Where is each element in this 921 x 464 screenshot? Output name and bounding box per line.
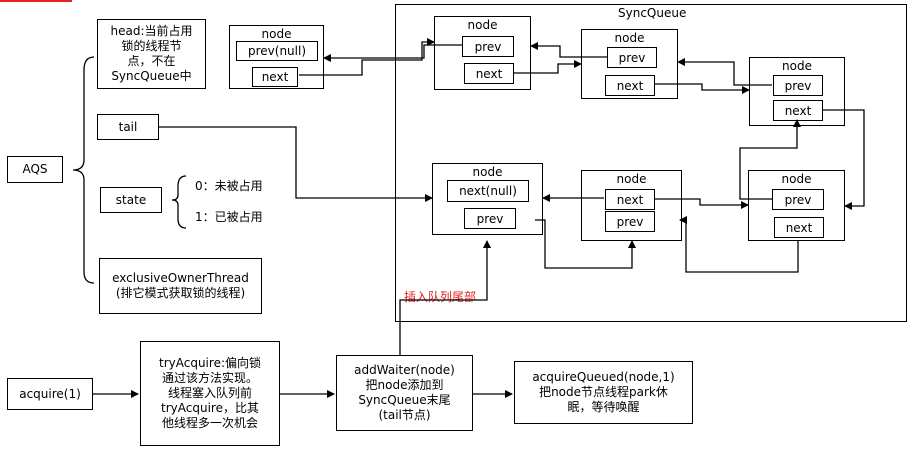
queue-node-5-next-field: next [605, 189, 655, 210]
header-accent-bar [0, 0, 72, 2]
owner-thread-box: exclusiveOwnerThread (排它模式获取锁的线程) [99, 258, 262, 314]
acquire-queued-box: acquireQueued(node,1) 把node节点线程park休 眠，等… [514, 361, 693, 424]
head-node-next-field: next [252, 67, 298, 87]
queue-node-2-title: node [614, 31, 645, 45]
queue-node-2-prev-field: prev [607, 47, 657, 68]
aqs-box: AQS [7, 156, 63, 183]
aqs-brace [72, 56, 95, 284]
arrow-addwaiter-to-q6 [399, 240, 491, 355]
add-waiter-box: addWaiter(node) 把node添加到 SyncQueue末尾 (ta… [336, 355, 473, 431]
state-brace [171, 175, 187, 229]
arrow-q6-prev-to-q5 [535, 219, 636, 269]
arrow-q3-next-to-q4 [822, 109, 865, 210]
queue-node-4: node prev next [748, 170, 845, 241]
arrow-q2-next-to-q3 [654, 83, 750, 94]
queue-node-6: node next(null) prev [432, 163, 543, 235]
head-text: head:当前占用 锁的线程节 点，不在 SyncQueue中 [110, 24, 193, 83]
queue-node-5: node next prev [581, 170, 682, 241]
head-node-prev-field: prev(null) [236, 41, 318, 61]
arrow-tail-to-q6 [159, 126, 433, 202]
arrow-q4-prev-to-q3 [739, 119, 801, 200]
queue-node-3: node prev next [749, 57, 845, 126]
arrow-q1-next-to-q2 [513, 60, 582, 74]
arrow-q2-prev-to-q1 [530, 42, 607, 58]
sync-queue-title: SyncQueue [618, 6, 687, 20]
owner-thread-text: exclusiveOwnerThread (排它模式获取锁的线程) [112, 271, 249, 300]
acquire-text: acquire(1) [19, 386, 81, 401]
arrow-head-next-to-q1 [299, 38, 435, 76]
state-label: state [115, 192, 147, 207]
arrow-q4-next-to-q5 [679, 216, 799, 273]
head-node: node prev(null) next [229, 25, 324, 89]
queue-node-5-title: node [616, 172, 647, 186]
arrow-q1-prev-to-head [323, 44, 462, 62]
queue-node-3-title: node [782, 59, 812, 73]
tail-label: tail [118, 119, 138, 134]
acquire-box: acquire(1) [7, 378, 93, 410]
queue-node-4-next-field: next [774, 217, 824, 238]
arrow-q3-prev-to-q2 [677, 58, 772, 86]
add-waiter-text: addWaiter(node) 把node添加到 SyncQueue末尾 (ta… [354, 363, 455, 422]
queue-node-6-prev-field: prev [464, 208, 516, 229]
queue-node-3-prev-field: prev [773, 75, 823, 96]
queue-node-2: node prev next [581, 29, 678, 99]
aqs-label: AQS [22, 162, 48, 176]
queue-node-4-prev-field: prev [772, 189, 824, 210]
tail-box: tail [97, 114, 159, 140]
queue-node-4-title: node [781, 172, 812, 186]
queue-node-3-next-field: next [773, 100, 823, 121]
state-option-1: 1：已被占用 [195, 210, 263, 224]
try-acquire-box: tryAcquire:偏向锁 通过该方法实现。 线程塞入队列前 tryAcqui… [140, 341, 280, 446]
queue-node-1-title: node [467, 18, 498, 32]
state-box: state [100, 187, 162, 213]
queue-node-2-next-field: next [605, 75, 655, 96]
state-option-0: 0：未被占用 [195, 179, 263, 193]
queue-node-1-prev-field: prev [462, 36, 514, 57]
queue-node-6-next-field: next(null) [447, 180, 529, 202]
queue-node-6-title: node [472, 165, 503, 179]
acquire-queued-text: acquireQueued(node,1) 把node节点线程park休 眠，等… [532, 370, 675, 414]
head-node-title: node [261, 27, 292, 41]
try-acquire-text: tryAcquire:偏向锁 通过该方法实现。 线程塞入队列前 tryAcqui… [159, 356, 261, 430]
queue-node-5-prev-field: prev [605, 211, 655, 232]
head-box: head:当前占用 锁的线程节 点，不在 SyncQueue中 [97, 19, 206, 89]
arrow-q5-prev-to-q4 [654, 198, 749, 209]
